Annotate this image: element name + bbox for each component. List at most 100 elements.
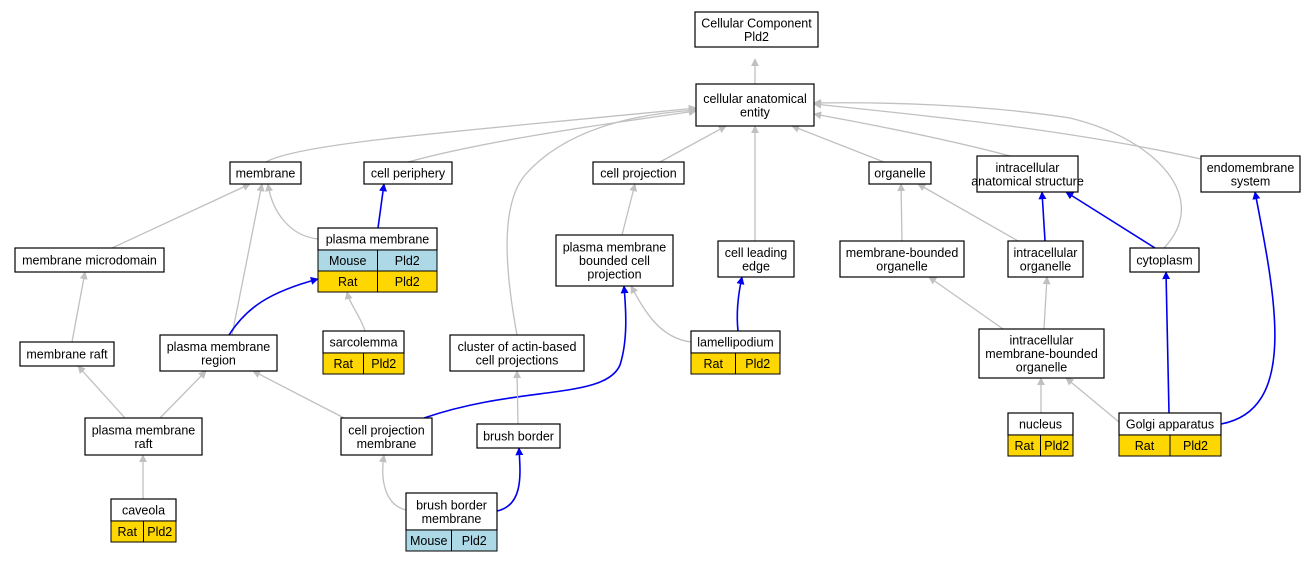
edge-cluster-actin-to-cae bbox=[506, 106, 697, 336]
node-label: cell projection bbox=[600, 167, 676, 181]
node-organelle[interactable]: organelle bbox=[868, 161, 932, 185]
annotation-cell bbox=[735, 352, 781, 375]
edge-pm-raft-to-pm-region bbox=[159, 370, 207, 419]
annotation-cell bbox=[1169, 434, 1222, 457]
node-label: lamellipodium bbox=[697, 336, 773, 350]
edge-layer bbox=[71, 58, 1276, 512]
edge-cp-membrane-to-pm-bounded-proj bbox=[423, 285, 629, 419]
species-label: Rat bbox=[338, 275, 358, 289]
edge-brush-border-to-cluster-actin bbox=[513, 370, 522, 425]
node-label: intracellular bbox=[1010, 334, 1074, 348]
node-label: projection bbox=[587, 268, 641, 282]
node-label: membrane-bounded bbox=[846, 246, 959, 260]
annotation-cell bbox=[451, 529, 498, 552]
species-label: Rat bbox=[704, 357, 724, 371]
node-cell-periphery[interactable]: cell periphery bbox=[363, 161, 453, 185]
node-label: endomembrane bbox=[1207, 161, 1295, 175]
node-label: raft bbox=[134, 437, 153, 451]
node-label: system bbox=[1231, 174, 1271, 188]
node-label: brush border bbox=[483, 430, 554, 444]
node-membrane-raft[interactable]: membrane raft bbox=[19, 341, 115, 367]
node-box bbox=[405, 492, 498, 531]
annotation-cell bbox=[363, 352, 405, 375]
node-box bbox=[159, 334, 278, 372]
node-label: membrane microdomain bbox=[22, 254, 157, 268]
node-label: region bbox=[201, 353, 236, 367]
gene-label: Pld2 bbox=[462, 534, 487, 548]
node-label: entity bbox=[740, 105, 771, 119]
edge-golgi-to-cytoplasm bbox=[1162, 271, 1171, 414]
node-box bbox=[839, 240, 965, 278]
node-label: plasma membrane bbox=[167, 340, 271, 354]
edge-cytoplasm-to-ias bbox=[1065, 191, 1156, 249]
node-cytoplasm[interactable]: cytoplasm bbox=[1129, 247, 1200, 273]
node-box bbox=[14, 247, 165, 273]
edge-organelle-to-cae bbox=[791, 124, 885, 163]
node-box bbox=[449, 334, 585, 372]
node-label: membrane bbox=[236, 167, 296, 181]
node-label: cellular anatomical bbox=[703, 92, 807, 106]
edge-ic-mb-organelle-to-ic-organelle bbox=[1042, 276, 1051, 330]
edge-lamellipodium-to-pm-bounded-proj bbox=[630, 285, 692, 343]
edge-ias-to-cae bbox=[813, 111, 1011, 157]
edge-cytoplasm-to-cae bbox=[813, 98, 1183, 249]
node-box bbox=[363, 161, 453, 185]
node-label: plasma membrane bbox=[326, 233, 430, 247]
node-label: nucleus bbox=[1019, 418, 1062, 432]
gene-label: Pld2 bbox=[147, 525, 172, 539]
node-label: organelle bbox=[1016, 361, 1067, 375]
node-label: Pld2 bbox=[744, 30, 769, 44]
species-label: Rat bbox=[334, 357, 354, 371]
gene-label: Pld2 bbox=[1183, 439, 1208, 453]
node-box bbox=[868, 161, 932, 185]
node-box bbox=[694, 11, 819, 48]
node-membrane[interactable]: membrane bbox=[229, 161, 302, 185]
node-brush-border[interactable]: brush border bbox=[476, 423, 561, 449]
node-label: cell projection bbox=[348, 423, 424, 437]
gene-label: Pld2 bbox=[395, 254, 420, 268]
edge-plasma-membrane-to-cell-periphery bbox=[377, 183, 387, 229]
node-label: organelle bbox=[1020, 259, 1071, 273]
node-box bbox=[592, 161, 685, 185]
edge-bb-membrane-to-brush-border bbox=[496, 447, 524, 512]
annotation-cell bbox=[1040, 434, 1074, 457]
node-label: bounded cell bbox=[579, 254, 650, 268]
edge-membrane-raft-to-membrane-microdomain bbox=[71, 271, 88, 343]
annotation-cell bbox=[377, 270, 438, 293]
node-label: membrane bbox=[357, 437, 417, 451]
node-box bbox=[19, 341, 115, 367]
node-label: intracellular bbox=[996, 161, 1060, 175]
species-label: Mouse bbox=[329, 254, 367, 268]
edge-mb-organelle-to-organelle bbox=[897, 183, 906, 242]
node-label: Golgi apparatus bbox=[1126, 418, 1214, 432]
edge-sarcolemma-to-plasma-membrane bbox=[344, 291, 366, 332]
species-label: Rat bbox=[1135, 439, 1155, 453]
edge-cp-membrane-to-pm-region bbox=[252, 370, 349, 421]
node-box bbox=[340, 417, 433, 456]
edge-pm-raft-to-membrane-raft bbox=[77, 365, 126, 419]
node-cell-projection[interactable]: cell projection bbox=[592, 161, 685, 185]
species-label: Rat bbox=[1015, 439, 1035, 453]
node-membrane-microdomain[interactable]: membrane microdomain bbox=[14, 247, 165, 273]
